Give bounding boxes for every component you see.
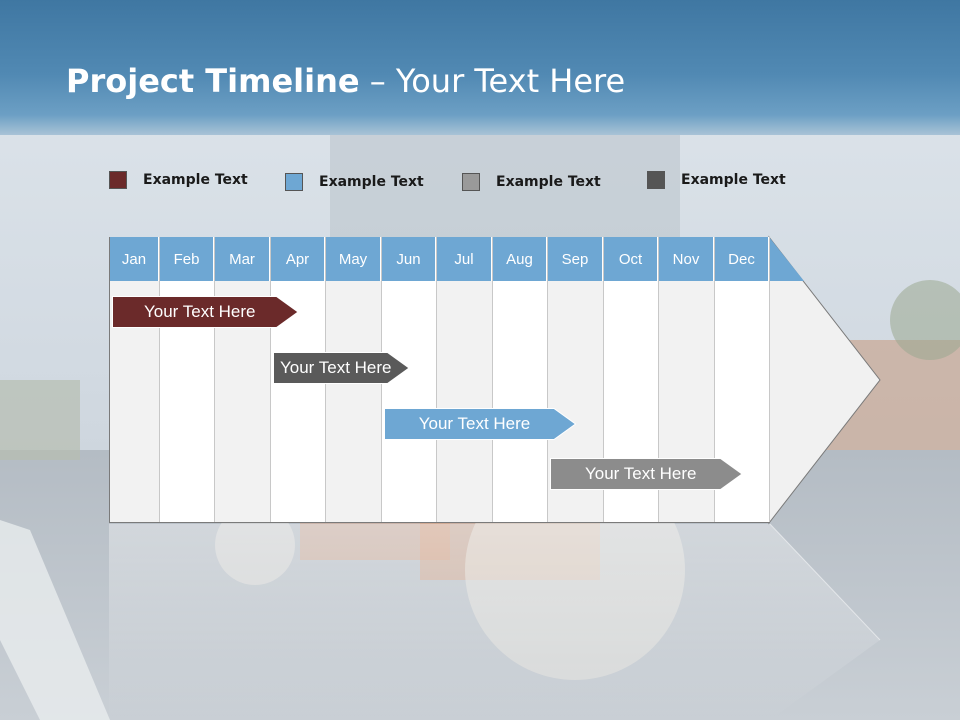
legend-swatch [647,171,665,189]
title-rest: – Your Text Here [359,62,626,100]
legend-item: Example Text [462,172,601,192]
task-arrow-shape [273,352,410,384]
month-header: Jun [382,237,436,281]
month-column: Mar [215,237,271,522]
legend-swatch [462,173,480,191]
legend-swatch [285,173,303,191]
task-arrow-shape [384,408,576,440]
month-header: Dec [715,237,769,281]
month-column: Jan [110,237,160,522]
legend-item: Example Text [109,170,248,190]
month-column: Dec [715,237,770,522]
month-header: Apr [271,237,325,281]
month-header: Sep [548,237,603,281]
task-label: Your Text Here [143,302,256,321]
legend-label: Example Text [319,174,424,190]
month-column: Aug [493,237,548,522]
month-header: Jan [110,237,159,281]
task-bar: Your Text Here [112,296,299,328]
month-header: Mar [215,237,270,281]
month-column: Jul [437,237,493,522]
month-header: Oct [604,237,658,281]
month-header: Aug [493,237,547,281]
timeline-reflection [109,524,880,720]
task-label: Your Text Here [418,414,531,433]
month-header: May [326,237,381,281]
task-label: Your Text Here [279,358,392,377]
page-title: Project Timeline – Your Text Here [66,58,625,104]
month-header: Jul [437,237,492,281]
legend-item: Example Text [285,172,424,192]
month-column: Feb [160,237,215,522]
legend-label: Example Text [681,172,786,188]
legend-item: Example Text [647,170,786,190]
month-header: Nov [659,237,714,281]
month-header: Feb [160,237,214,281]
task-arrow-shape [550,458,743,490]
task-bar: Your Text Here [550,458,743,490]
task-bar: Your Text Here [273,352,410,384]
task-bar: Your Text Here [384,408,576,440]
task-arrow-shape [112,296,299,328]
legend-label: Example Text [143,172,248,188]
legend-label: Example Text [496,174,601,190]
header-band [0,0,960,135]
task-label: Your Text Here [584,464,697,483]
legend-swatch [109,171,127,189]
title-bold: Project Timeline [66,62,360,100]
